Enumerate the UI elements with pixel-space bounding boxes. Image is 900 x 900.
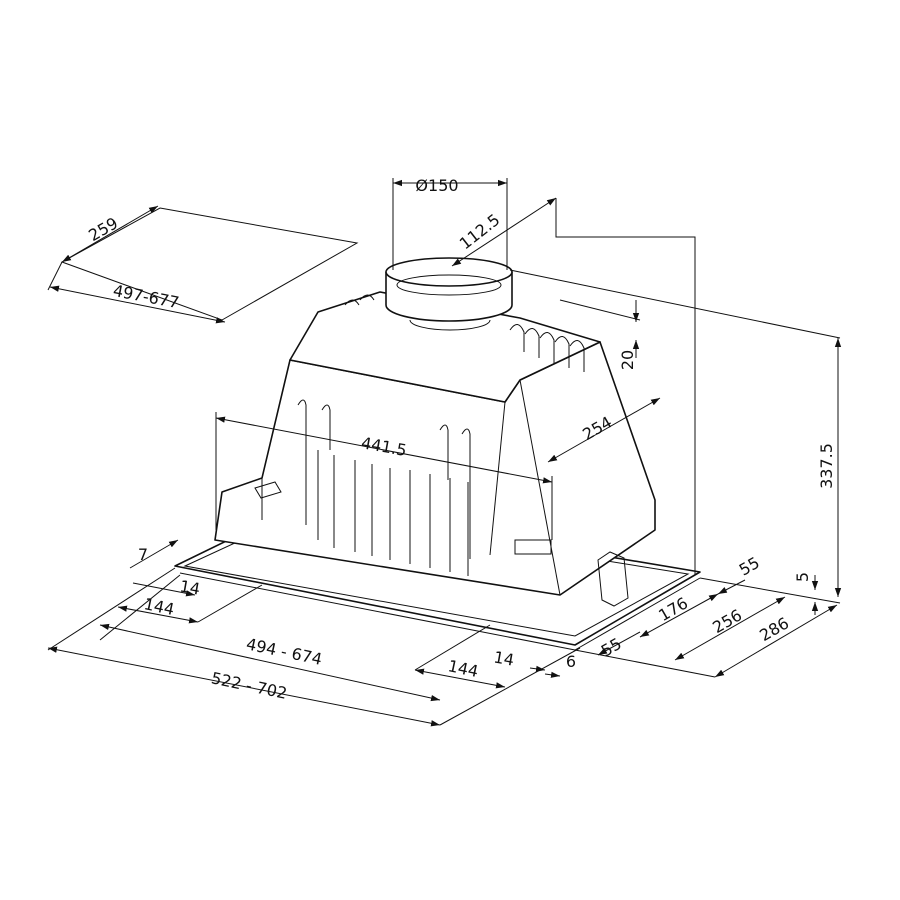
label-cutout-depth: 259 [85, 213, 121, 245]
ext-line [414, 624, 491, 671]
dim-line-14 [132, 582, 196, 597]
dim-line-55-front [597, 631, 641, 656]
dim-line-55-back [717, 579, 746, 595]
label-front-55: 55 [598, 634, 625, 661]
dim-line-144-left [117, 605, 199, 624]
label-inner-width: 494 - 674 [244, 634, 323, 669]
cutout-template [47, 205, 359, 324]
body-top [289, 291, 601, 403]
dim-line-14-right [529, 665, 546, 672]
ext-line [574, 649, 716, 678]
dim-line-144-right [414, 668, 506, 689]
label-cutout-width: 497-677 [111, 281, 180, 312]
ext-line [47, 261, 63, 291]
body-edge [519, 379, 561, 596]
label-depth-256: 256 [709, 605, 745, 637]
label-duct-diameter: Ø150 [415, 176, 458, 195]
label-flange-right: 6 [566, 652, 576, 671]
label-depth-176: 176 [655, 593, 691, 625]
top-grille [344, 294, 585, 372]
ext-line [699, 577, 841, 604]
control-panel [514, 539, 552, 555]
ext-line [439, 647, 581, 726]
ext-line [47, 567, 176, 651]
ext-line [509, 269, 841, 339]
frame-side-edge [574, 577, 701, 651]
dim-line-522-702 [47, 646, 441, 727]
ext-line [99, 574, 181, 641]
label-left-inset-14: 14 [178, 576, 201, 598]
label-back-55: 55 [736, 553, 763, 580]
mounting-clamp-left [254, 481, 282, 499]
dim-line-259 [61, 205, 159, 263]
mounting-clamp [597, 551, 629, 607]
dim-line-6 [544, 671, 561, 678]
ext-line [197, 584, 263, 623]
dimension-lines [47, 178, 842, 727]
ext-line [559, 299, 641, 321]
dim-line-441-5 [215, 416, 553, 484]
frame-front-edge [179, 572, 576, 651]
dim-line-7 [129, 539, 179, 569]
label-left-inset-144: 144 [142, 594, 176, 619]
dim-line-112-5 [451, 197, 557, 267]
hood-body [174, 257, 701, 651]
label-frame-height: 5 [793, 572, 812, 582]
dim-line-497-677 [49, 285, 226, 324]
label-outer-width: 522 - 702 [209, 668, 288, 703]
label-duct-height: 20 [618, 350, 637, 370]
label-total-height: 337.5 [817, 443, 836, 489]
label-depth-286: 286 [756, 613, 792, 645]
label-flange-left: 7 [138, 545, 148, 564]
leader-line [555, 198, 696, 575]
dim-line-254 [547, 397, 661, 463]
label-duct-offset: 112.5 [456, 210, 504, 253]
dim-line-286 [714, 604, 838, 678]
label-right-inset-14: 14 [492, 647, 515, 669]
